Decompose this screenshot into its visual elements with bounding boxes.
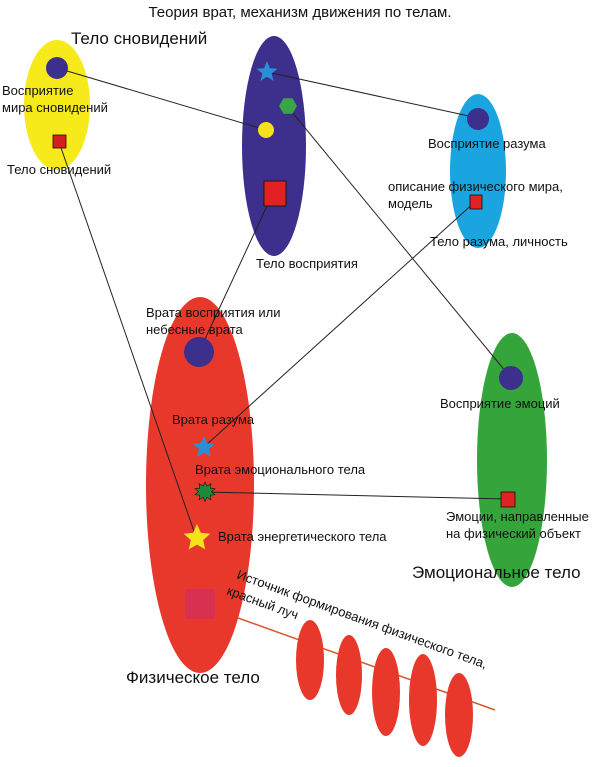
emotional-perception-circle (499, 366, 523, 390)
red-ray-ellipse-4 (409, 654, 437, 746)
diagram-title: Теория врат, механизм движения по телам. (148, 4, 451, 21)
connector-mind-to-physical (204, 200, 477, 447)
perception-hexagon-icon (279, 98, 297, 114)
physical-body-square (185, 589, 215, 619)
gate-energy-label: Врата энергетического тела (218, 529, 387, 544)
emotional-body-ellipse (477, 333, 547, 587)
emotional-body-label: Эмоциональное тело (412, 563, 581, 582)
emotions-square (500, 491, 516, 508)
red-ray-ellipse-5 (445, 673, 473, 757)
connector-perception-to-physical (198, 192, 274, 353)
emotional-perception-label: Восприятие эмоций (440, 396, 560, 411)
emotions-label-line2: на физический объект (446, 526, 581, 541)
connector-perception-to-mind (266, 71, 479, 119)
red-ray-ellipse-1 (296, 620, 324, 700)
mind-model-square (469, 194, 483, 210)
physical-body-label: Физическое тело (126, 668, 260, 687)
connector-perception-to-emotions (286, 105, 512, 379)
source-label-line1: Источник формирования физического тела, (235, 567, 489, 672)
gate-mind-star-icon (193, 436, 215, 457)
mind-perception-circle (467, 108, 489, 130)
mind-body-label: Тело разума, личность (430, 234, 568, 249)
connector-dream-to-perception (56, 67, 267, 131)
mind-model-label-line2: модель (388, 196, 433, 211)
emotions-label-line1: Эмоции, направленные (446, 509, 589, 524)
red-ray-ellipse-2 (336, 635, 362, 715)
dream-body-heading: Тело сновидений (71, 29, 207, 48)
red-ray-ellipse-3 (372, 648, 400, 736)
gate-perception-label-line2: небесные врата (146, 322, 244, 337)
perception-body-label: Тело восприятия (256, 256, 358, 271)
mind-body-ellipse (450, 94, 506, 248)
perception-body-ellipse (242, 36, 306, 256)
gate-perception-label-line1: Врата восприятия или (146, 305, 281, 320)
perception-star-icon (256, 61, 278, 81)
gate-emotional-star-icon (194, 481, 216, 503)
dream-perception-circle (46, 57, 68, 79)
dream-perception-label-line2: мира сновидений (2, 100, 108, 115)
gate-perception-circle (184, 337, 214, 367)
connector-lines (56, 67, 512, 541)
mind-model-label-line1: описание физического мира, (388, 179, 563, 194)
perception-body-square (263, 180, 287, 207)
gate-mind-label: Врата разума (172, 412, 255, 427)
perception-yellow-circle (258, 122, 274, 138)
dream-body-label: Тело сновидений (7, 162, 111, 177)
connector-emotional-to-physical (204, 491, 508, 500)
dream-perception-label-line1: Восприятие (2, 83, 73, 98)
connector-dream-to-physical (58, 141, 198, 541)
mind-perception-label: Восприятие разума (428, 136, 546, 151)
dream-body-square (52, 134, 67, 149)
gate-emotional-label: Врата эмоционального тела (195, 462, 366, 477)
gate-energy-star-icon (183, 524, 211, 550)
